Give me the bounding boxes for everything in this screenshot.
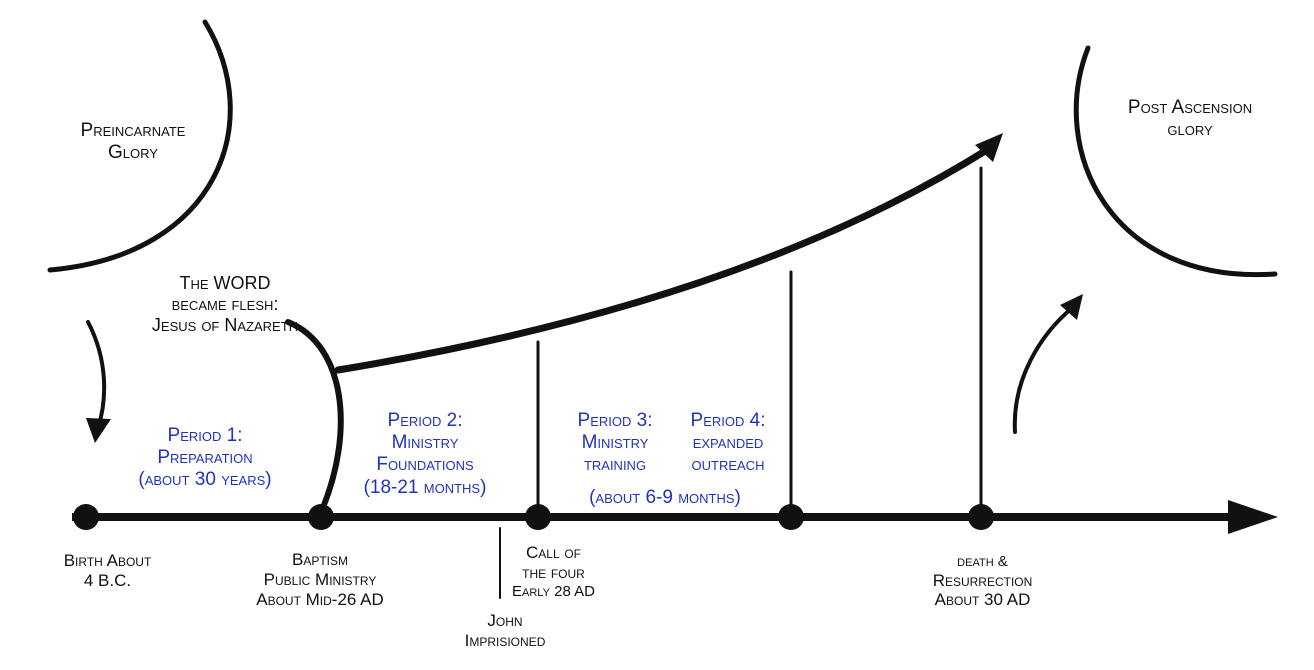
word-became-flesh-label: The WORD became flesh: Jesus of Nazareth: [125, 273, 325, 336]
period-1-name: Preparation: [157, 447, 253, 469]
baptism-dot: [308, 504, 334, 530]
the-word-line: The WORD: [179, 273, 271, 293]
call-line-1: Call of: [525, 543, 581, 562]
birth-line-2: 4 B.C.: [83, 570, 132, 590]
resurrection-dot: [968, 504, 994, 530]
period-3-label: Period 3: Ministry training: [560, 410, 670, 477]
call-line-3: Early 28 AD: [512, 582, 595, 600]
post-ascension-glory-label: Post Ascension glory: [1095, 97, 1285, 141]
resurrection-event-label: death & Resurrection About 30 AD: [920, 553, 1045, 610]
period-3-title: Period 3:: [577, 410, 653, 431]
period-4-label: Period 4: expanded outreach: [668, 410, 788, 477]
john-line-1: John: [487, 611, 523, 630]
ascension-arrowhead: [1060, 294, 1083, 320]
preincarnate-line: Preincarnate: [80, 120, 186, 141]
period-3-4-duration: (about 6-9 months): [589, 487, 741, 508]
incarnation-arrowhead: [86, 418, 111, 443]
period-4-dot: [778, 504, 804, 530]
post-ascension-line: Post Ascension: [1127, 97, 1253, 118]
jesus-of-nazareth-line: Jesus of Nazareth: [151, 315, 299, 336]
baptism-curve: [285, 319, 344, 513]
ministry-arrowhead: [975, 133, 1003, 162]
resurrection-line-2: Resurrection: [932, 570, 1033, 590]
john-imprisoned-label: John Imprisioned: [450, 611, 560, 651]
period-4-name-2: outreach: [691, 454, 765, 476]
glory-line: Glory: [108, 142, 158, 164]
call-of-four-label: Call of the four Early 28 AD: [496, 543, 611, 600]
period-2-title: Period 2:: [387, 410, 463, 431]
john-line-2: Imprisioned: [464, 630, 546, 650]
ascension-arrow: [1012, 306, 1074, 434]
baptism-line-1: Baptism: [291, 550, 348, 569]
call-line-2: the four: [522, 562, 585, 582]
post-ascension-glory-arc: [1073, 45, 1278, 278]
birth-dot: [73, 504, 99, 530]
period-3-name-2: training: [583, 454, 647, 476]
preincarnate-glory-arc: [47, 19, 233, 273]
baptism-line-2: Public Ministry: [263, 569, 377, 589]
period-4-name-1: expanded: [692, 432, 764, 454]
incarnation-arrow: [86, 320, 107, 430]
period-1-title: Period 1:: [167, 425, 243, 446]
period-3-name-1: Ministry: [581, 432, 649, 454]
birth-event-label: Birth About 4 B.C.: [40, 551, 175, 591]
period-2-label: Period 2: Ministry Foundations (18-21 mo…: [345, 410, 505, 499]
became-flesh-line: became flesh:: [171, 294, 279, 315]
time-axis-arrowhead: [1228, 500, 1278, 534]
period-2-name-1: Ministry: [391, 432, 459, 454]
baptism-line-3: About Mid-26 AD: [256, 589, 384, 609]
period-3-4-duration-label: (about 6-9 months): [560, 487, 770, 509]
ministry-growth-curve: [334, 144, 994, 374]
preincarnate-glory-label: Preincarnate Glory: [48, 120, 218, 164]
birth-line-1: Birth About: [63, 551, 152, 570]
baptism-event-label: Baptism Public Ministry About Mid-26 AD: [240, 550, 400, 610]
period-2-duration: (18-21 months): [363, 476, 487, 498]
period-1-label: Period 1: Preparation (about 30 years): [120, 425, 290, 492]
period-1-duration: (about 30 years): [138, 469, 272, 491]
period-4-title: Period 4:: [690, 410, 766, 431]
resurrection-line-1: death &: [957, 553, 1008, 570]
period-2-name-2: Foundations: [376, 454, 474, 476]
glory-line: glory: [1167, 119, 1213, 141]
call-of-four-dot: [525, 504, 551, 530]
resurrection-line-3: About 30 AD: [934, 590, 1031, 610]
